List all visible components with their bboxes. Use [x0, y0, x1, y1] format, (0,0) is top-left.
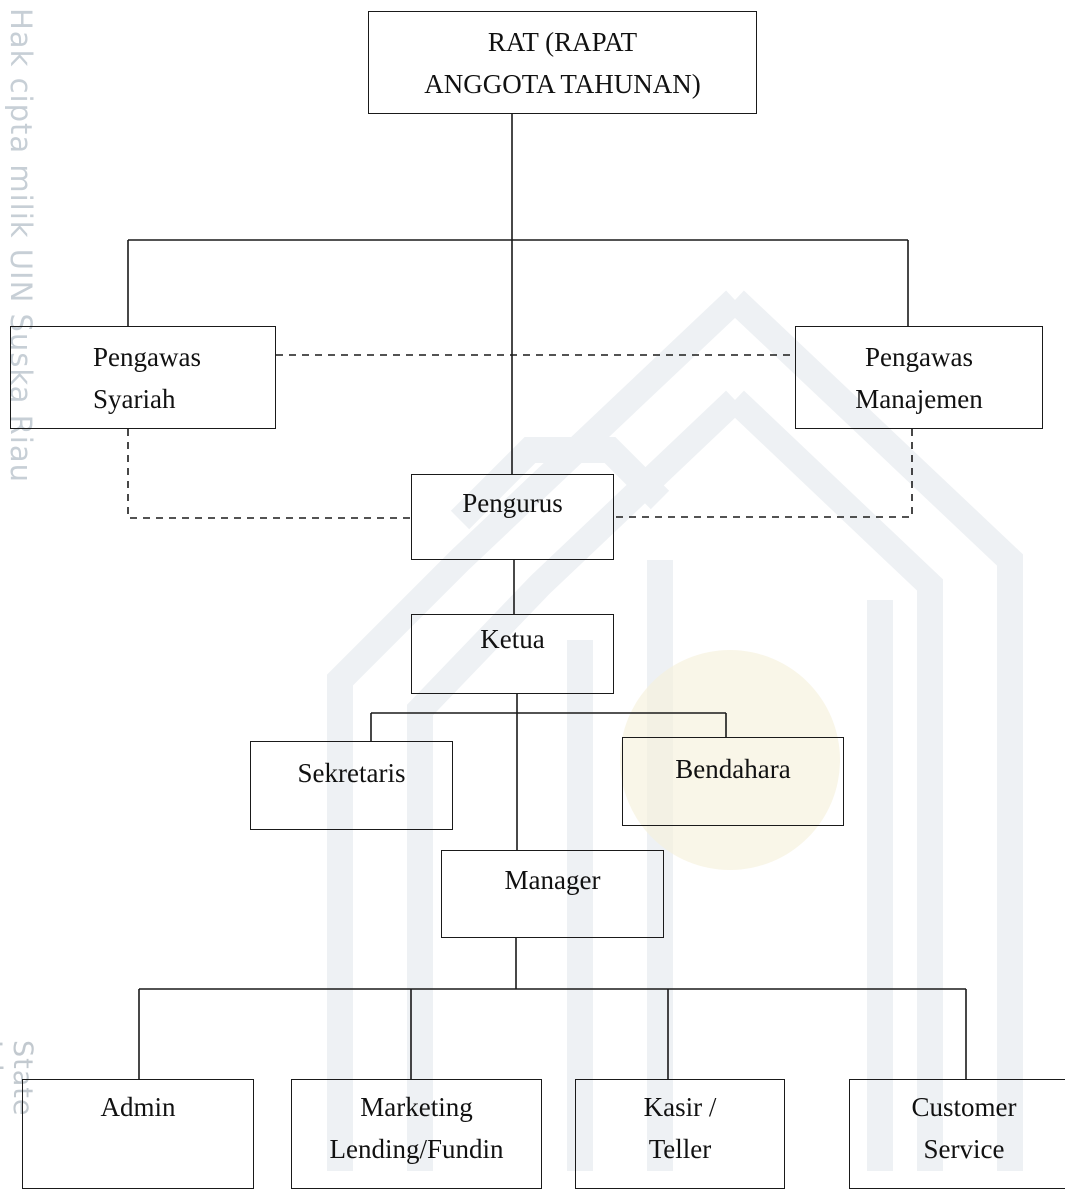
emblem-gold-seal [620, 650, 840, 870]
admin-box: Admin [22, 1079, 254, 1189]
ketua-staff-bracket-line [370, 712, 727, 741]
emblem-outer-ring [327, 290, 1023, 1171]
bendahara-label: Bendahara [675, 754, 791, 784]
watermark-side-text: Hak cipta milik UIN Suska Riau [4, 8, 38, 484]
pengawas-syariah-line2: Syariah [93, 384, 176, 414]
kasir-line2: Teller [648, 1134, 712, 1164]
marketing-box: Marketing Lending/Fundin [291, 1079, 542, 1189]
syariah-to-pengurus-dashed-line [127, 429, 411, 519]
ketua-label: Ketua [480, 624, 545, 654]
rat-line1: RAT (RAPAT [487, 27, 638, 57]
kasir-teller-box: Kasir / Teller [575, 1079, 785, 1189]
sekretaris-label: Sekretaris [297, 758, 406, 788]
pengurus-box: Pengurus [411, 474, 614, 560]
pengawas-syariah-box: Pengawas Syariah [10, 326, 276, 429]
customer-service-line1: Customer [911, 1092, 1017, 1122]
sekretaris-box: Sekretaris [250, 741, 453, 830]
emblem-top-arch [450, 437, 670, 530]
marketing-line2: Lending/Fundin [329, 1134, 504, 1164]
pengurus-label: Pengurus [462, 488, 563, 518]
pengawas-syariah-line1: Pengawas [93, 342, 201, 372]
manager-to-divisions-line [138, 938, 967, 1079]
pengawas-manajemen-line1: Pengawas [865, 342, 973, 372]
pengawas-bracket-line [127, 239, 909, 326]
dashed-connectors [127, 354, 913, 519]
connectors [127, 114, 967, 1079]
manager-label: Manager [504, 865, 601, 895]
manager-box: Manager [441, 850, 664, 938]
rat-line2: ANGGOTA TAHUNAN) [424, 69, 701, 99]
ketua-box: Ketua [411, 614, 614, 694]
pengawas-manajemen-box: Pengawas Manajemen [795, 326, 1043, 429]
pengawas-manajemen-line2: Manajemen [855, 384, 983, 414]
background-emblem [327, 290, 1023, 1171]
customer-service-line2: Service [923, 1134, 1005, 1164]
manajemen-to-pengurus-dashed-line [614, 429, 913, 518]
customer-service-box: Customer Service [849, 1079, 1065, 1189]
admin-label: Admin [100, 1092, 176, 1122]
kasir-line1: Kasir / [643, 1092, 717, 1122]
emblem-bars [567, 560, 893, 1171]
rat-box: RAT (RAPAT ANGGOTA TAHUNAN) [368, 11, 757, 114]
bendahara-box: Bendahara [622, 737, 844, 826]
marketing-line1: Marketing [360, 1092, 473, 1122]
